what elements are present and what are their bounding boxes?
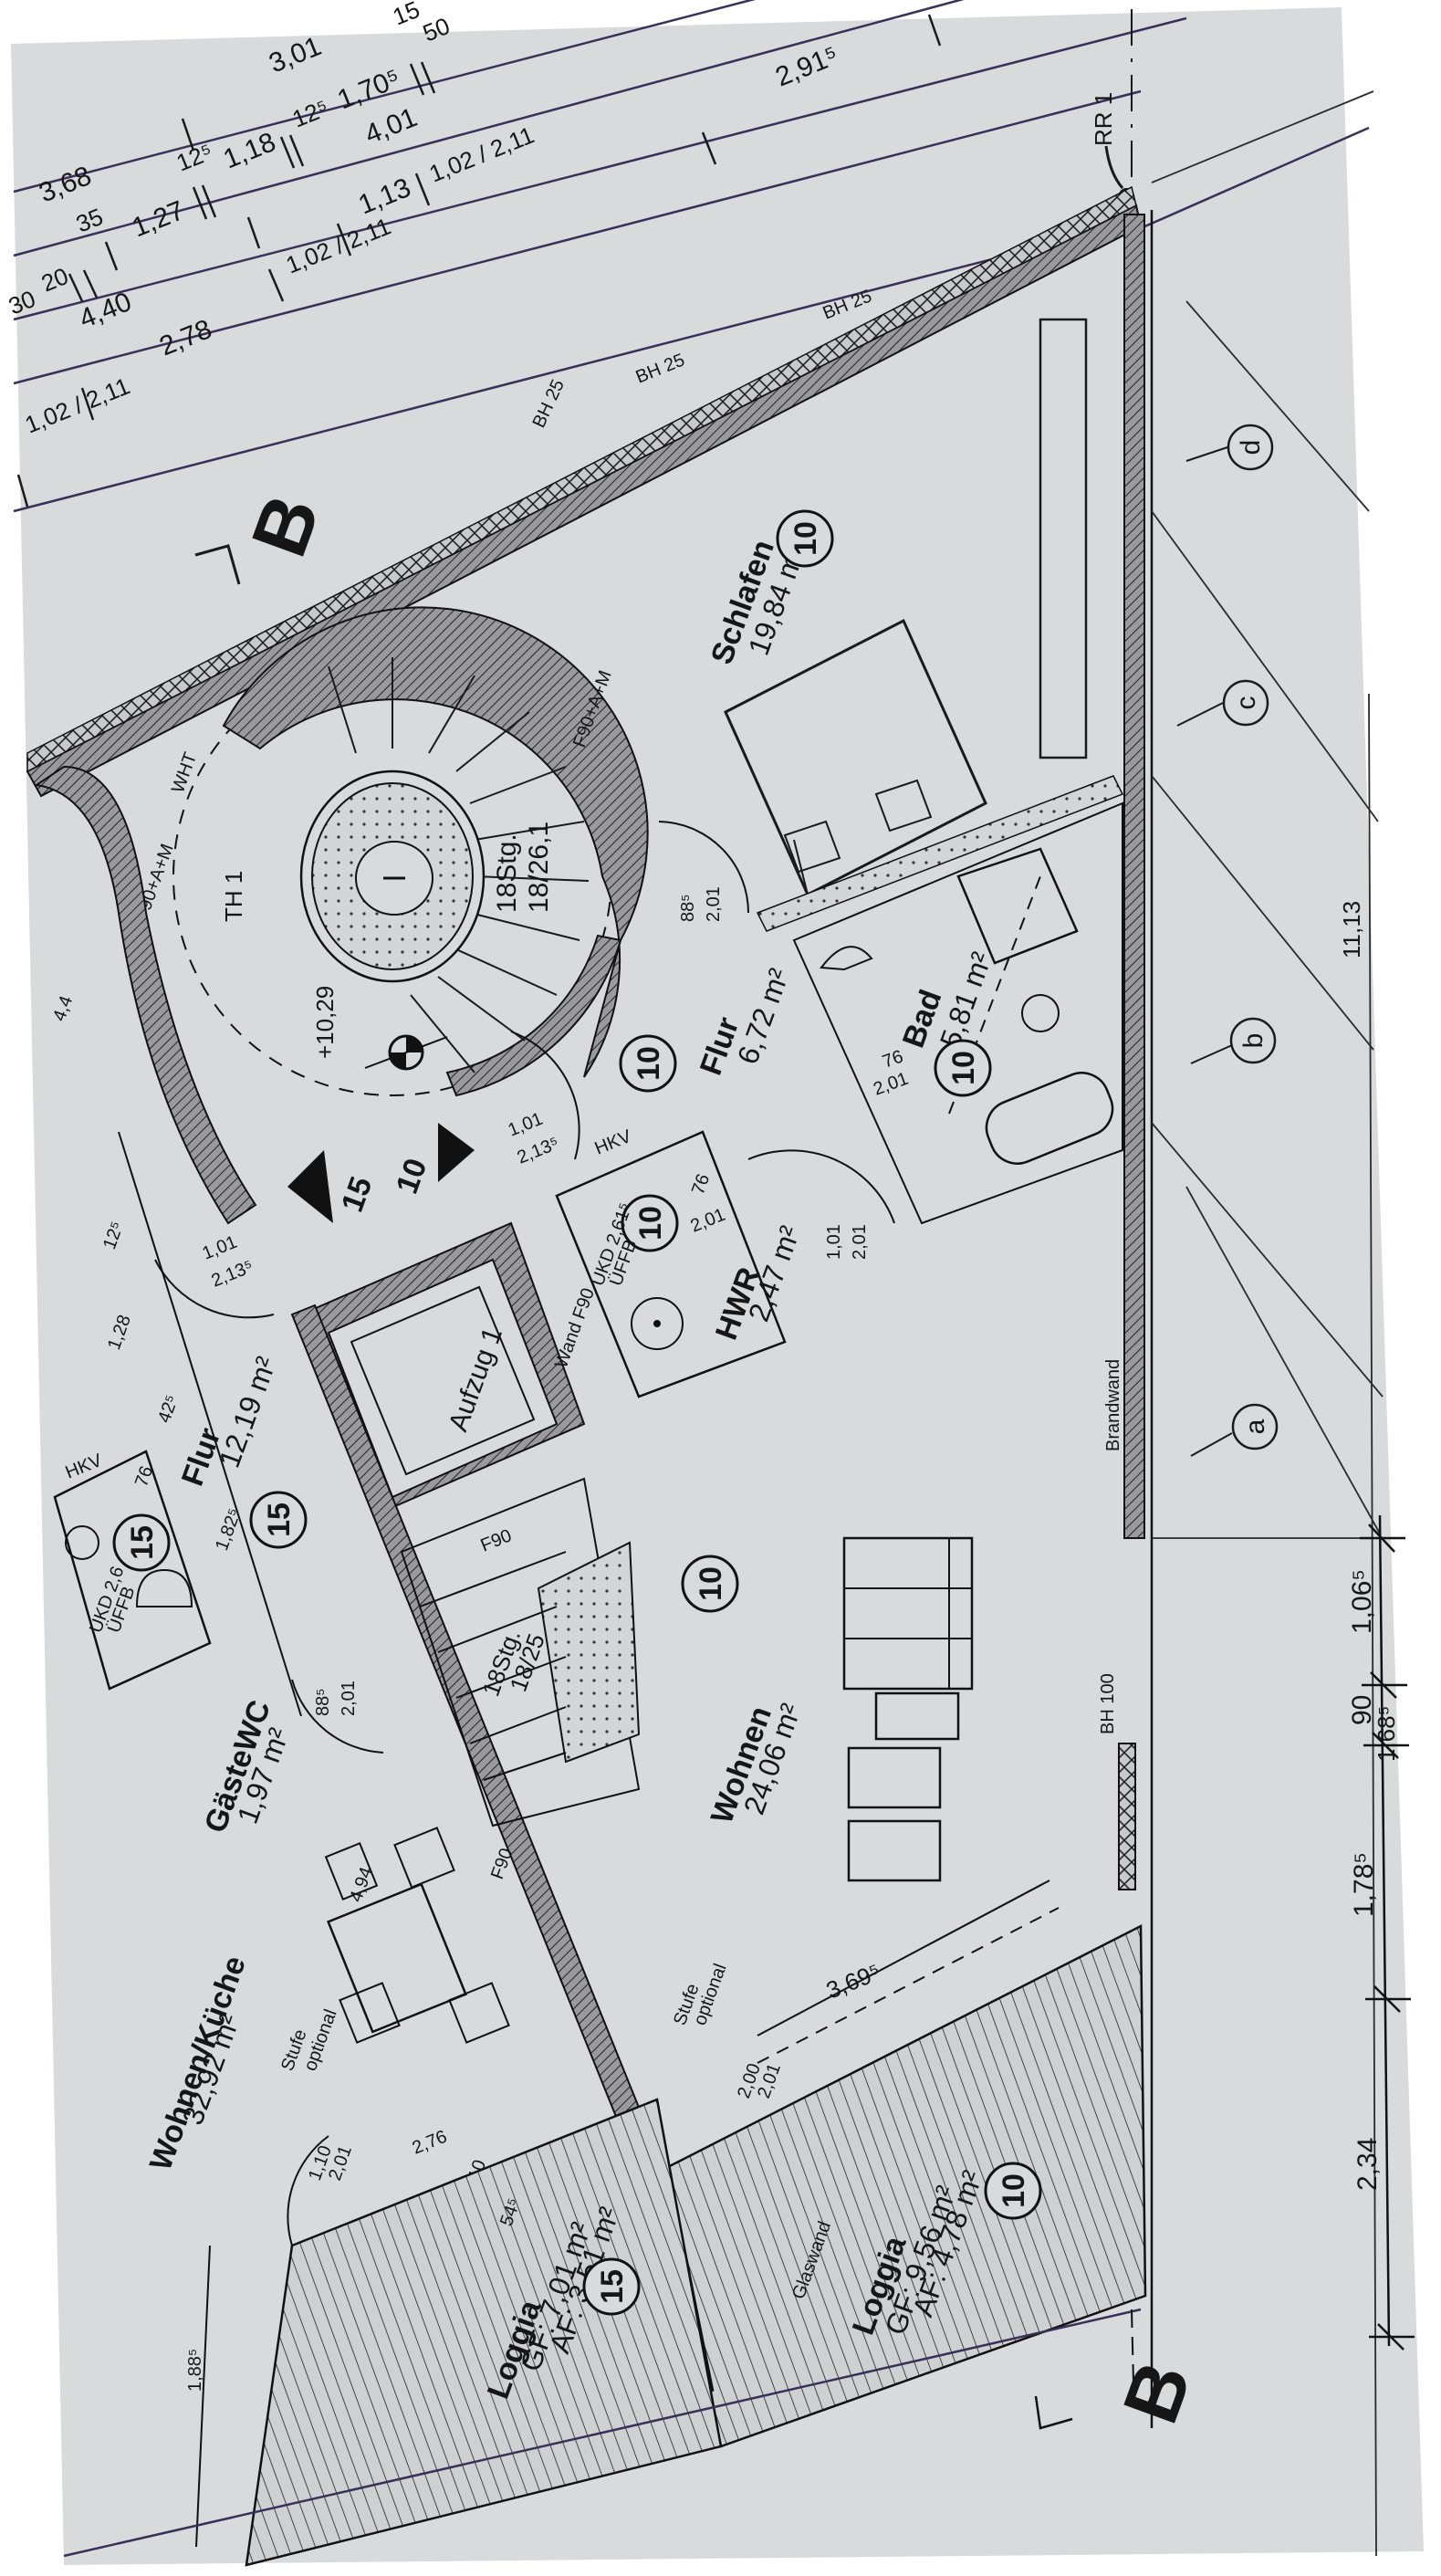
svg-text:2,01: 2,01 xyxy=(339,1681,359,1716)
stairwell-wall-left xyxy=(34,765,257,1225)
svg-text:88⁵: 88⁵ xyxy=(313,1688,333,1716)
level-marker-icon xyxy=(364,1034,448,1071)
axis-marker-b: b xyxy=(1190,1017,1277,1064)
elevator-aufzug-1: Aufzug 1 Wand F90 xyxy=(299,1221,599,1517)
svg-text:2,01: 2,01 xyxy=(704,886,724,922)
svg-text:10: 10 xyxy=(997,2173,1031,2208)
partition-schlafen-bad xyxy=(756,775,1124,932)
fire-wall xyxy=(1123,214,1145,1539)
svg-text:1,01: 1,01 xyxy=(824,1224,844,1260)
dimension-ticks-top xyxy=(16,14,942,508)
svg-text:15: 15 xyxy=(262,1503,297,1537)
svg-text:RR 1: RR 1 xyxy=(1090,92,1117,146)
axis-marker-d: d xyxy=(1185,424,1274,471)
svg-text:1,88⁵: 1,88⁵ xyxy=(185,2349,205,2392)
svg-text:10: 10 xyxy=(632,1046,666,1081)
svg-text:88⁵: 88⁵ xyxy=(678,894,698,922)
svg-text:15: 15 xyxy=(389,0,423,31)
svg-text:10: 10 xyxy=(694,1566,728,1601)
svg-text:b: b xyxy=(1238,1033,1269,1049)
svg-text:a: a xyxy=(1240,1419,1270,1434)
reference-point-rr1: RR 1 xyxy=(1090,9,1133,203)
svg-text:+10,29: +10,29 xyxy=(311,986,339,1059)
neighbor-area xyxy=(1151,90,1387,2557)
dimension-chain-right: 1,06⁵ 90 1,68⁵ 1,78⁵ 2,34 11,13 xyxy=(1338,901,1415,2351)
svg-text:1,78⁵: 1,78⁵ xyxy=(1349,1852,1379,1917)
room-loggia-10: Loggia GF: 9,56 m² AF: 4,78 m² 10 Glaswa… xyxy=(655,1923,1147,2448)
spiral-staircase-th1: TH 1 18Stg. 18/26,1 +10,29 F90+A+M F90+A… xyxy=(131,606,649,1097)
svg-text:1,68⁵: 1,68⁵ xyxy=(1373,1706,1400,1762)
svg-text:15: 15 xyxy=(125,1525,160,1560)
svg-text:1,06⁵: 1,06⁵ xyxy=(1347,1569,1377,1634)
svg-text:10: 10 xyxy=(946,1051,981,1085)
dimension-chains-top xyxy=(13,0,1370,513)
facade-window-band xyxy=(26,185,1137,773)
svg-text:18/26,1: 18/26,1 xyxy=(524,822,554,913)
axis-markers: d c b a xyxy=(1176,424,1279,1457)
svg-text:c: c xyxy=(1231,696,1261,710)
svg-text:10: 10 xyxy=(788,521,823,556)
room-flur-10: Flur 6,72 m² 10 88⁵ 2,01 xyxy=(619,821,796,1093)
svg-text:15: 15 xyxy=(595,2269,630,2304)
svg-text:10: 10 xyxy=(633,1206,668,1241)
svg-text:d: d xyxy=(1236,440,1266,456)
svg-text:11,13: 11,13 xyxy=(1338,901,1365,958)
svg-text:BH 100: BH 100 xyxy=(1098,1673,1118,1734)
svg-text:18Stg.: 18Stg. xyxy=(492,833,522,913)
room-loggia-15: Loggia GF: 7,01 m² AF: 3,51 m² 15 54⁵ 1,… xyxy=(185,2098,723,2567)
staircase-label: TH 1 xyxy=(220,871,247,922)
svg-text:90: 90 xyxy=(1347,1695,1377,1725)
fire-wall-label: Brandwand xyxy=(1103,1359,1123,1451)
room-wohnen-10: Wohnen 24,06 m² 10 BH 100 3,69⁵ Stufe op… xyxy=(670,1536,1136,2101)
svg-text:2,34: 2,34 xyxy=(1352,2138,1383,2191)
axis-marker-c: c xyxy=(1176,679,1269,727)
axis-marker-a: a xyxy=(1190,1403,1279,1457)
svg-text:2,01: 2,01 xyxy=(850,1224,870,1260)
